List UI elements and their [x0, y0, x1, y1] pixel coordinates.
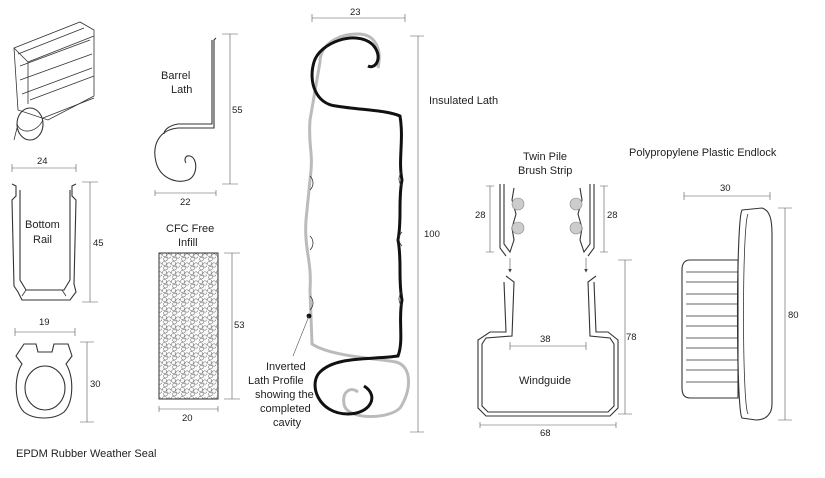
endlock-front-view	[681, 259, 739, 399]
rail-width-dim: 24	[37, 156, 48, 167]
infill-label-line1: CFC Free	[166, 223, 214, 235]
barrel-height-dim: 55	[232, 105, 243, 116]
brush-left-dim: 28	[475, 210, 486, 221]
bottom-rail-label-line2: Rail	[33, 234, 52, 246]
endlock-height-dim: 80	[788, 310, 799, 321]
brush-strip-left	[499, 184, 517, 257]
inverted-label-line1: Inverted	[266, 361, 306, 373]
guide-width-dim: 68	[540, 428, 551, 439]
lath-height-dim: 100	[424, 229, 440, 240]
guide-height-dim: 78	[626, 332, 637, 343]
lath-width-dim: 23	[350, 7, 361, 18]
brush-right-dim: 28	[607, 210, 618, 221]
endlock-width-dim: 30	[720, 183, 731, 194]
barrel-lath-group: Barrel Lath 55 22	[154, 33, 243, 208]
brush-label-line1: Twin Pile	[523, 151, 567, 163]
endlock-label: Polypropylene Plastic Endlock	[629, 147, 777, 159]
bottom-rail-3d-illustration	[13, 21, 95, 141]
infill-height-dim: 53	[234, 320, 245, 331]
barrel-lath-label-line1: Barrel	[161, 70, 190, 82]
brush-strip-right	[577, 184, 595, 257]
endlock-side-view	[736, 207, 773, 421]
inverted-label-line3: showing the	[255, 389, 314, 401]
windguide-label: Windguide	[519, 375, 571, 387]
brush-label-line2: Brush Strip	[518, 165, 572, 177]
bottom-rail-label-line1: Bottom	[25, 219, 60, 231]
rail-height-dim: 45	[93, 238, 104, 249]
seal-width-dim: 19	[39, 317, 50, 328]
bottom-rail-group: 24 Bottom Rail 45	[11, 156, 104, 303]
weather-seal-profile	[15, 343, 73, 419]
barrel-lath-label-line2: Lath	[171, 84, 192, 96]
infill-label-line2: Infill	[178, 237, 198, 249]
insulated-lath-group: 23 100 Insulated Lath Inverted Lath Prof…	[248, 7, 498, 433]
infill-width-dim: 20	[182, 413, 193, 424]
inverted-label-line2: Lath Profile	[248, 375, 304, 387]
barrel-width-dim: 22	[180, 197, 191, 208]
endlock-group: Polypropylene Plastic Endlock 30 80	[629, 147, 799, 421]
seal-height-dim: 30	[90, 379, 101, 390]
windguide-profile	[481, 275, 615, 413]
inverted-label-line5: cavity	[273, 417, 302, 429]
weather-seal-group: 19 30 EPDM Rubber Weather Seal	[14, 317, 156, 460]
barrel-lath-profile	[154, 37, 217, 182]
lath-profile-main	[310, 36, 404, 416]
bottom-rail-profile	[11, 183, 77, 301]
inverted-label-line4: completed	[260, 403, 311, 415]
foam-infill-block	[158, 252, 219, 400]
weather-seal-label: EPDM Rubber Weather Seal	[16, 448, 156, 460]
inverted-lath-profile	[304, 32, 410, 419]
guide-inner-dim: 38	[540, 334, 551, 345]
insulated-lath-label: Insulated Lath	[429, 95, 498, 107]
cfc-infill-group: CFC Free Infill 53 20	[158, 223, 245, 424]
windguide-group: 38 Windguide 78 68	[477, 259, 637, 439]
brush-strip-group: Twin Pile Brush Strip 28 28	[475, 151, 618, 273]
